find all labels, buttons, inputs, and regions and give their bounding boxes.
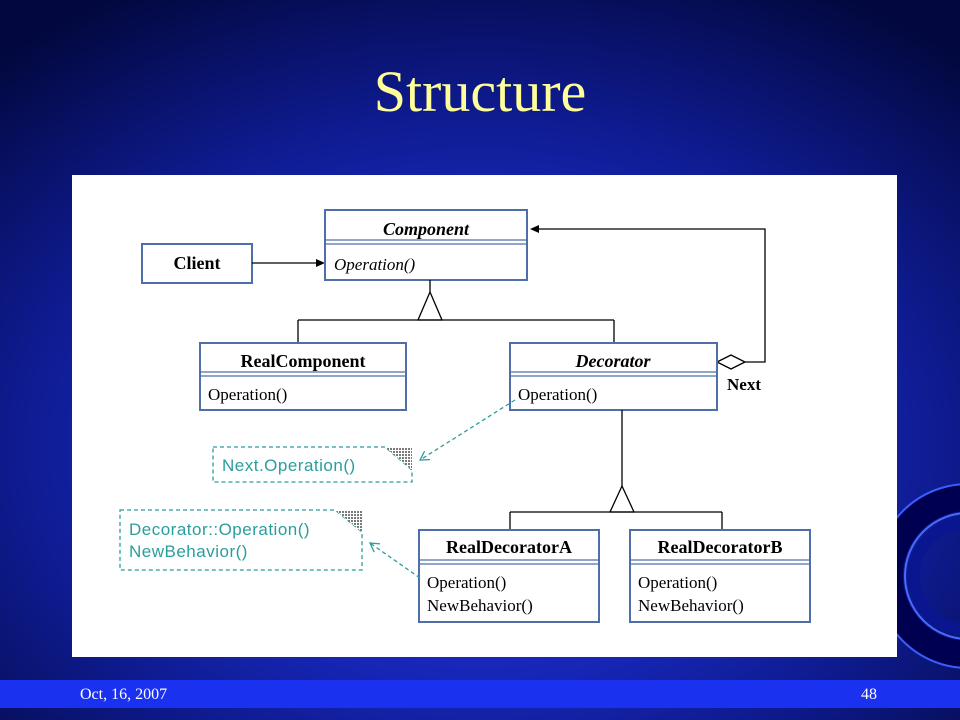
real-decorator-b-class: RealDecoratorB Operation() NewBehavior() <box>629 529 811 623</box>
decorator-operation-note-line-2: NewBehavior() <box>129 542 248 561</box>
real-decorator-a-class: RealDecoratorA Operation() NewBehavior() <box>418 529 600 623</box>
component-generalization-triangle <box>417 290 443 321</box>
real-decorator-a-note-link <box>368 542 421 579</box>
real-decorator-b-operation: Operation() <box>638 573 717 592</box>
real-decorator-b-class-box <box>629 529 811 623</box>
decorator-operation-note-border <box>119 509 363 571</box>
real-decorator-a-class-name: RealDecoratorA <box>446 537 572 557</box>
decorator-generalization-triangle <box>608 484 636 513</box>
component-operation: Operation() <box>334 255 416 274</box>
decorator-note-link <box>418 399 516 461</box>
next-association-arrow-head <box>530 225 539 233</box>
real-component-class: RealComponent Operation() <box>199 342 407 411</box>
decorator-generalization <box>509 410 723 530</box>
uml-diagram-canvas: Client Component Operation() Next <box>119 209 811 623</box>
client-to-component-arrow <box>252 259 325 267</box>
client-class-name: Client <box>174 253 221 273</box>
next-operation-note-text: Next.Operation() <box>222 456 356 475</box>
decorator-note-link-line <box>419 399 516 461</box>
component-generalization <box>297 280 615 343</box>
component-class-name: Component <box>383 219 470 239</box>
slide-title: Structure <box>373 59 587 124</box>
decorator-note-link-arrow-head <box>418 450 431 461</box>
real-decorator-a-note-link-line <box>369 542 421 579</box>
note-fold-corner <box>335 510 362 532</box>
real-decorator-a-operation: Operation() <box>427 573 506 592</box>
swirl-inner-arc <box>908 516 960 636</box>
note-fold-corner <box>385 447 412 470</box>
decorator-class-name: Decorator <box>575 351 652 371</box>
real-decorator-a-class-box <box>418 529 600 623</box>
next-operation-note-border <box>212 446 413 483</box>
next-association: Next <box>530 225 766 394</box>
decorator-class: Decorator Operation() <box>509 342 718 411</box>
real-decorator-a-new-behavior: NewBehavior() <box>427 596 533 615</box>
component-class-box <box>324 209 528 281</box>
real-decorator-b-class-name: RealDecoratorB <box>658 537 783 557</box>
next-association-label: Next <box>727 375 761 394</box>
decorator-operation-note-line-1: Decorator::Operation() <box>129 520 310 539</box>
real-component-operation: Operation() <box>208 385 287 404</box>
real-component-class-name: RealComponent <box>241 351 366 371</box>
aggregation-diamond <box>715 354 747 370</box>
footer-bar: Oct, 16, 2007 48 <box>0 680 960 708</box>
next-association-line <box>538 228 766 363</box>
page-number: 48 <box>861 686 877 703</box>
real-decorator-a-note-link-arrow-head <box>368 542 381 553</box>
client-class: Client <box>141 243 253 284</box>
decorator-operation: Operation() <box>518 385 597 404</box>
client-arrow-head <box>316 259 325 267</box>
real-decorator-b-new-behavior: NewBehavior() <box>638 596 744 615</box>
component-class: Component Operation() <box>324 209 528 281</box>
client-class-box <box>141 243 253 284</box>
next-operation-note: Next.Operation() <box>212 446 413 483</box>
uml-diagram: Client Component Operation() Next <box>72 175 897 657</box>
footer-date: Oct, 16, 2007 <box>80 686 168 703</box>
swirl-inner-highlight <box>904 512 960 640</box>
decorator-operation-note: Decorator::Operation() NewBehavior() <box>119 509 363 571</box>
